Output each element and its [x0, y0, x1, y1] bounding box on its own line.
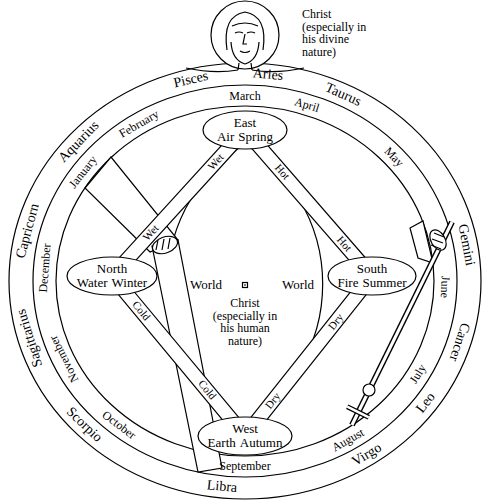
center-mark	[243, 283, 248, 288]
quality-bar	[120, 139, 238, 266]
christ-human-caption: Christ (especially in his human nature)	[211, 297, 279, 347]
element-ellipse	[328, 257, 416, 295]
right-hand	[426, 227, 449, 253]
quality-label: Dry	[326, 311, 346, 332]
element-season: Summer	[362, 276, 406, 290]
element-circle: WestEarth Autumn	[197, 416, 293, 456]
zodiac-sign: Sagittarius	[14, 307, 46, 369]
element-ellipse	[203, 111, 287, 149]
month-name: October	[100, 408, 138, 441]
month-name: July	[408, 362, 429, 386]
month-name: May	[381, 145, 405, 170]
month-name: December	[37, 243, 53, 293]
element-circle: SouthFire Summer	[327, 256, 417, 296]
element-season: Spring	[238, 130, 273, 144]
element-circle: EastAir Spring	[202, 110, 288, 150]
quality-label: Hot	[272, 162, 292, 182]
month-name: November	[47, 334, 81, 385]
direction-name: North	[66, 262, 158, 276]
zodiac-sign: Cancer	[446, 320, 472, 362]
mouth	[240, 51, 250, 53]
quality-bar	[118, 286, 238, 426]
outer-ring	[9, 63, 481, 499]
month-name: February	[117, 108, 161, 141]
quality-label: Dry	[263, 391, 283, 412]
element-season: Fire	[337, 276, 358, 290]
zodiac-sign: Libra	[206, 478, 238, 496]
quality-label: Cold	[196, 378, 219, 402]
zodiac-sign: Scorpio	[63, 405, 105, 446]
zodiac-sign: Gemini	[454, 223, 476, 267]
zodiac-sign: Leo	[414, 390, 439, 416]
month-name: March	[229, 90, 260, 103]
zodiac-sign: Virgo	[350, 440, 385, 469]
quality-label: Wet	[206, 152, 226, 173]
element-ellipse	[67, 257, 157, 295]
staff-knot	[363, 384, 375, 396]
element-circle: NorthWater Winter	[66, 256, 158, 296]
zodiac-sign: Aries	[253, 66, 285, 84]
quality-label: Wet	[141, 223, 161, 244]
staff-outline	[352, 222, 452, 425]
right-cuff	[410, 221, 433, 263]
world-label: World	[282, 278, 314, 292]
month-name: September	[219, 460, 270, 473]
direction-name: East	[202, 116, 288, 130]
eyes	[235, 32, 255, 33]
zodiac-sign: Pisces	[172, 69, 209, 91]
quality-bar	[252, 139, 365, 266]
month-name: June	[438, 276, 451, 298]
zodiac-sign: Taurus	[323, 80, 364, 109]
right-fingers	[431, 233, 444, 249]
element-season: Winter	[112, 276, 148, 290]
left-fingers	[156, 238, 170, 250]
staff-cross-outline	[347, 407, 369, 418]
beard	[231, 42, 259, 64]
nose	[243, 34, 247, 44]
staff-core	[352, 222, 452, 425]
staff-cross-core	[347, 407, 369, 418]
element-ellipse	[198, 417, 292, 455]
inner-ring	[56, 106, 434, 456]
quality-bar	[251, 286, 366, 426]
hairline	[232, 23, 258, 26]
neck	[238, 63, 252, 70]
quality-label: Cold	[130, 299, 153, 323]
world-label: World	[190, 278, 222, 292]
zodiac-sign: Capricorn	[13, 202, 42, 260]
month-name: April	[293, 95, 321, 114]
element-season: Air	[217, 130, 234, 144]
quality-label: Hot	[334, 234, 354, 254]
halo	[211, 1, 279, 69]
direction-name: South	[327, 262, 417, 276]
christ-divine-caption: Christ (especially in his divine nature)	[302, 8, 368, 58]
element-season: Earth	[208, 436, 236, 450]
center-dot	[244, 284, 245, 285]
middle-ring	[33, 85, 457, 477]
element-season: Autumn	[240, 436, 283, 450]
direction-name: West	[197, 422, 293, 436]
element-season: Water	[77, 276, 108, 290]
